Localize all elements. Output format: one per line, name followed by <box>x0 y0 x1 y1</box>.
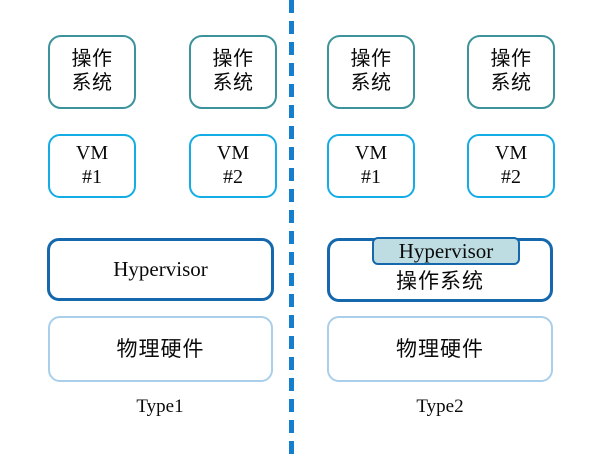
type2-guest-os-box-1: 操作 系统 <box>327 35 415 109</box>
type2-physical-hardware-box: 物理硬件 <box>327 316 553 382</box>
type2-hypervisor-badge-label: Hypervisor <box>398 238 494 263</box>
type1-guest-os-box-1: 操作 系统 <box>48 35 136 109</box>
type1-vm-1-number: #1 <box>82 166 102 188</box>
type1-vm-box-2: VM #2 <box>189 134 277 198</box>
type1-vm-1-label: VM <box>75 142 109 165</box>
type2-guest-os-2-line2: 系统 <box>490 72 532 94</box>
type1-physical-hardware-box: 物理硬件 <box>48 316 273 382</box>
type2-physical-hardware-label: 物理硬件 <box>396 336 484 361</box>
type1-hypervisor-box: Hypervisor <box>47 238 274 301</box>
type1-hypervisor-label: Hypervisor <box>113 257 208 282</box>
type2-vm-box-2: VM #2 <box>467 134 555 198</box>
type2-guest-os-1-line2: 系统 <box>350 72 392 94</box>
type2-vm-2-label: VM <box>494 142 528 165</box>
type1-vm-box-1: VM #1 <box>48 134 136 198</box>
type1-guest-os-2-line2: 系统 <box>212 72 254 94</box>
type1-vm-2-label: VM <box>216 142 250 165</box>
type2-hypervisor-badge: Hypervisor <box>372 237 520 265</box>
type2-vm-1-number: #1 <box>361 166 381 188</box>
type2-vm-2-number: #2 <box>501 166 521 188</box>
type1-guest-os-2-line1: 操作 <box>212 48 254 71</box>
type2-vm-box-1: VM #1 <box>327 134 415 198</box>
vertical-dashed-divider <box>289 0 294 456</box>
type2-vm-1-label: VM <box>354 142 388 165</box>
type1-vm-2-number: #2 <box>223 166 243 188</box>
type1-caption: Type1 <box>136 396 184 417</box>
type1-guest-os-1-line1: 操作 <box>71 48 113 71</box>
type1-guest-os-box-2: 操作 系统 <box>189 35 277 109</box>
type1-guest-os-1-line2: 系统 <box>71 72 113 94</box>
type2-guest-os-box-2: 操作 系统 <box>467 35 555 109</box>
type1-physical-hardware-label: 物理硬件 <box>116 336 205 361</box>
type2-caption: Type2 <box>416 396 464 417</box>
type2-host-os-label: 操作系统 <box>396 269 484 294</box>
type2-guest-os-2-line1: 操作 <box>490 48 532 71</box>
type2-guest-os-1-line1: 操作 <box>350 48 392 71</box>
